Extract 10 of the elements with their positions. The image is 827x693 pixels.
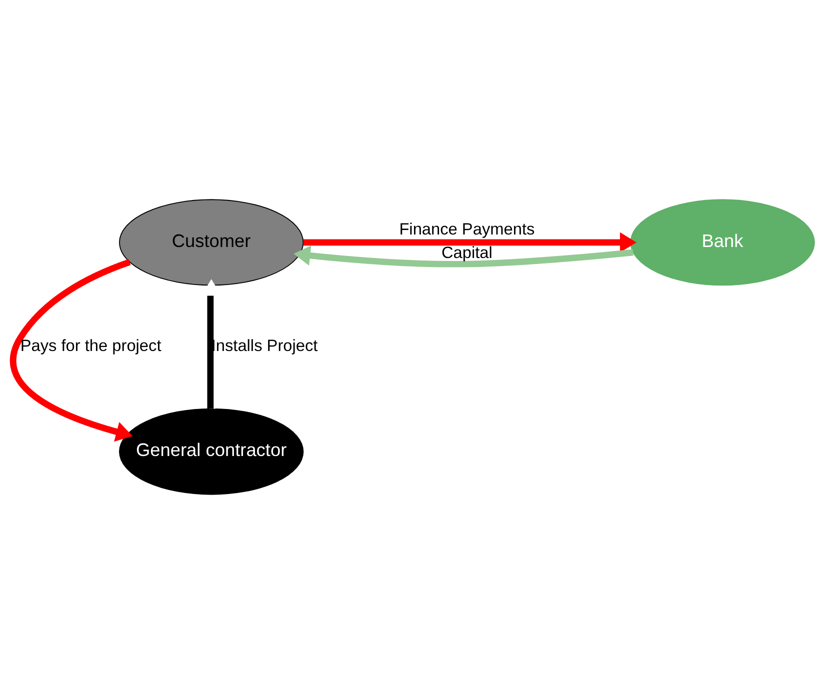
arrow (294, 244, 634, 267)
edge-label: Installs Project (211, 336, 318, 354)
node-ellipse: Bank (630, 198, 815, 286)
node-ellipse: General contractor (119, 408, 304, 494)
edge-label: Finance Payments (399, 220, 535, 238)
edge-label: Capital (441, 244, 492, 262)
arrow (303, 232, 637, 252)
arrow (10, 258, 133, 442)
edge-label: Pays for the project (20, 336, 162, 354)
node-ellipse: Customer (119, 198, 304, 286)
